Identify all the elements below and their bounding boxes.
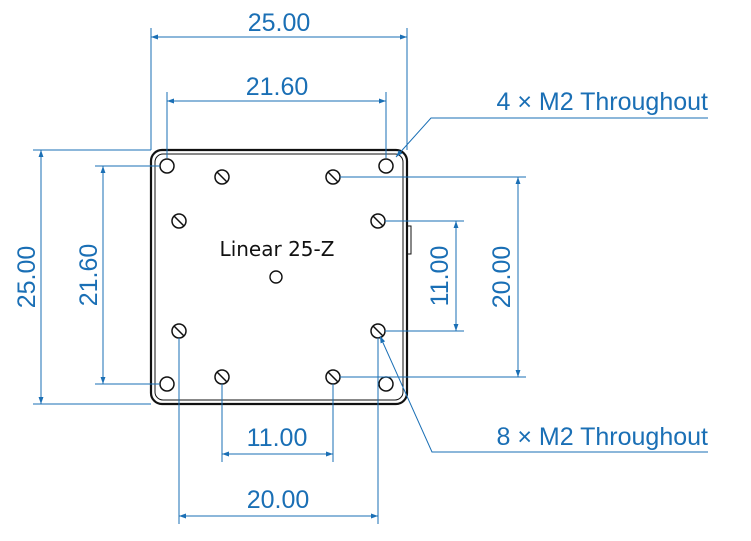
slot-screw bbox=[370, 213, 386, 229]
slot-screw bbox=[325, 169, 341, 185]
slot-screw bbox=[171, 323, 187, 339]
dim-top-outer: 25.00 bbox=[248, 9, 311, 37]
side-connector bbox=[406, 225, 412, 255]
corner-hole bbox=[159, 158, 175, 174]
dim-top-inner: 21.60 bbox=[246, 73, 309, 101]
corner-hole bbox=[378, 376, 394, 392]
corner-hole bbox=[159, 376, 175, 392]
dim-right-outer: 20.00 bbox=[488, 246, 516, 309]
part-outline bbox=[149, 148, 409, 406]
dim-left-inner: 21.60 bbox=[75, 244, 103, 307]
slot-screw bbox=[370, 323, 386, 339]
part-inner-outline bbox=[154, 153, 404, 401]
dim-left-outer: 25.00 bbox=[13, 246, 41, 309]
slot-screw bbox=[171, 213, 187, 229]
callout-slot-holes: 8 × M2 Throughout bbox=[497, 423, 709, 451]
dim-right-inner: 11.00 bbox=[426, 246, 454, 307]
dim-bottom-outer: 20.00 bbox=[247, 486, 310, 514]
dimension-texts: 25.00 21.60 25.00 21.60 11.00 20.00 11.0… bbox=[13, 9, 708, 514]
leader-corner-holes bbox=[395, 117, 708, 158]
callout-corner-holes: 4 × M2 Throughout bbox=[497, 88, 709, 116]
corner-hole bbox=[378, 158, 394, 174]
dim-bottom-inner: 11.00 bbox=[247, 424, 308, 452]
part-label: Linear 25-Z bbox=[220, 237, 335, 261]
dimension-lines bbox=[33, 28, 708, 524]
slot-screw bbox=[214, 369, 230, 385]
leader-slot-holes bbox=[379, 335, 708, 453]
center-hole bbox=[269, 270, 283, 284]
slot-screw bbox=[214, 169, 230, 185]
slot-screw bbox=[325, 369, 341, 385]
part-body bbox=[149, 148, 412, 406]
corner-holes bbox=[159, 158, 394, 392]
slot-screws bbox=[171, 169, 386, 385]
